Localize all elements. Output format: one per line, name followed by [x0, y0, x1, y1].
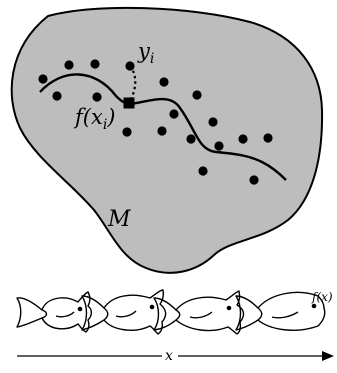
- data-point: [38, 74, 47, 83]
- data-point: [92, 92, 101, 101]
- data-point: [159, 77, 168, 86]
- fish-icon: [17, 292, 91, 332]
- data-point: [263, 133, 272, 142]
- data-point: [249, 175, 258, 184]
- fish-sequence: [17, 290, 325, 334]
- label-x-axis: x: [165, 348, 173, 364]
- data-point: [208, 117, 217, 126]
- data-point: [90, 59, 99, 68]
- label-f-x-i: f(xi): [73, 105, 116, 133]
- data-point: [122, 127, 131, 136]
- data-point-y-i: [125, 61, 134, 70]
- fish-icon: [154, 291, 244, 334]
- data-point: [186, 134, 195, 143]
- data-point: [64, 60, 73, 69]
- data-point: [214, 141, 223, 150]
- data-point: [52, 91, 61, 100]
- data-point: [157, 126, 166, 135]
- data-point: [238, 134, 247, 143]
- label-f-x-i-prefix: f(: [73, 105, 92, 129]
- label-f-x-i-suffix: ): [106, 105, 115, 129]
- manifold-region: [12, 8, 322, 273]
- projection-point-f-x-i: [124, 98, 135, 109]
- fish-icon: [82, 290, 166, 334]
- data-point: [192, 90, 201, 99]
- data-point: [169, 109, 178, 118]
- label-y-i-sub: i: [150, 51, 154, 67]
- label-f-x: f(x): [311, 290, 333, 304]
- label-f-x-i-var: x: [91, 105, 103, 129]
- x-axis-arrowhead: [322, 351, 334, 361]
- label-manifold-m: M: [107, 207, 131, 232]
- data-point: [198, 166, 207, 175]
